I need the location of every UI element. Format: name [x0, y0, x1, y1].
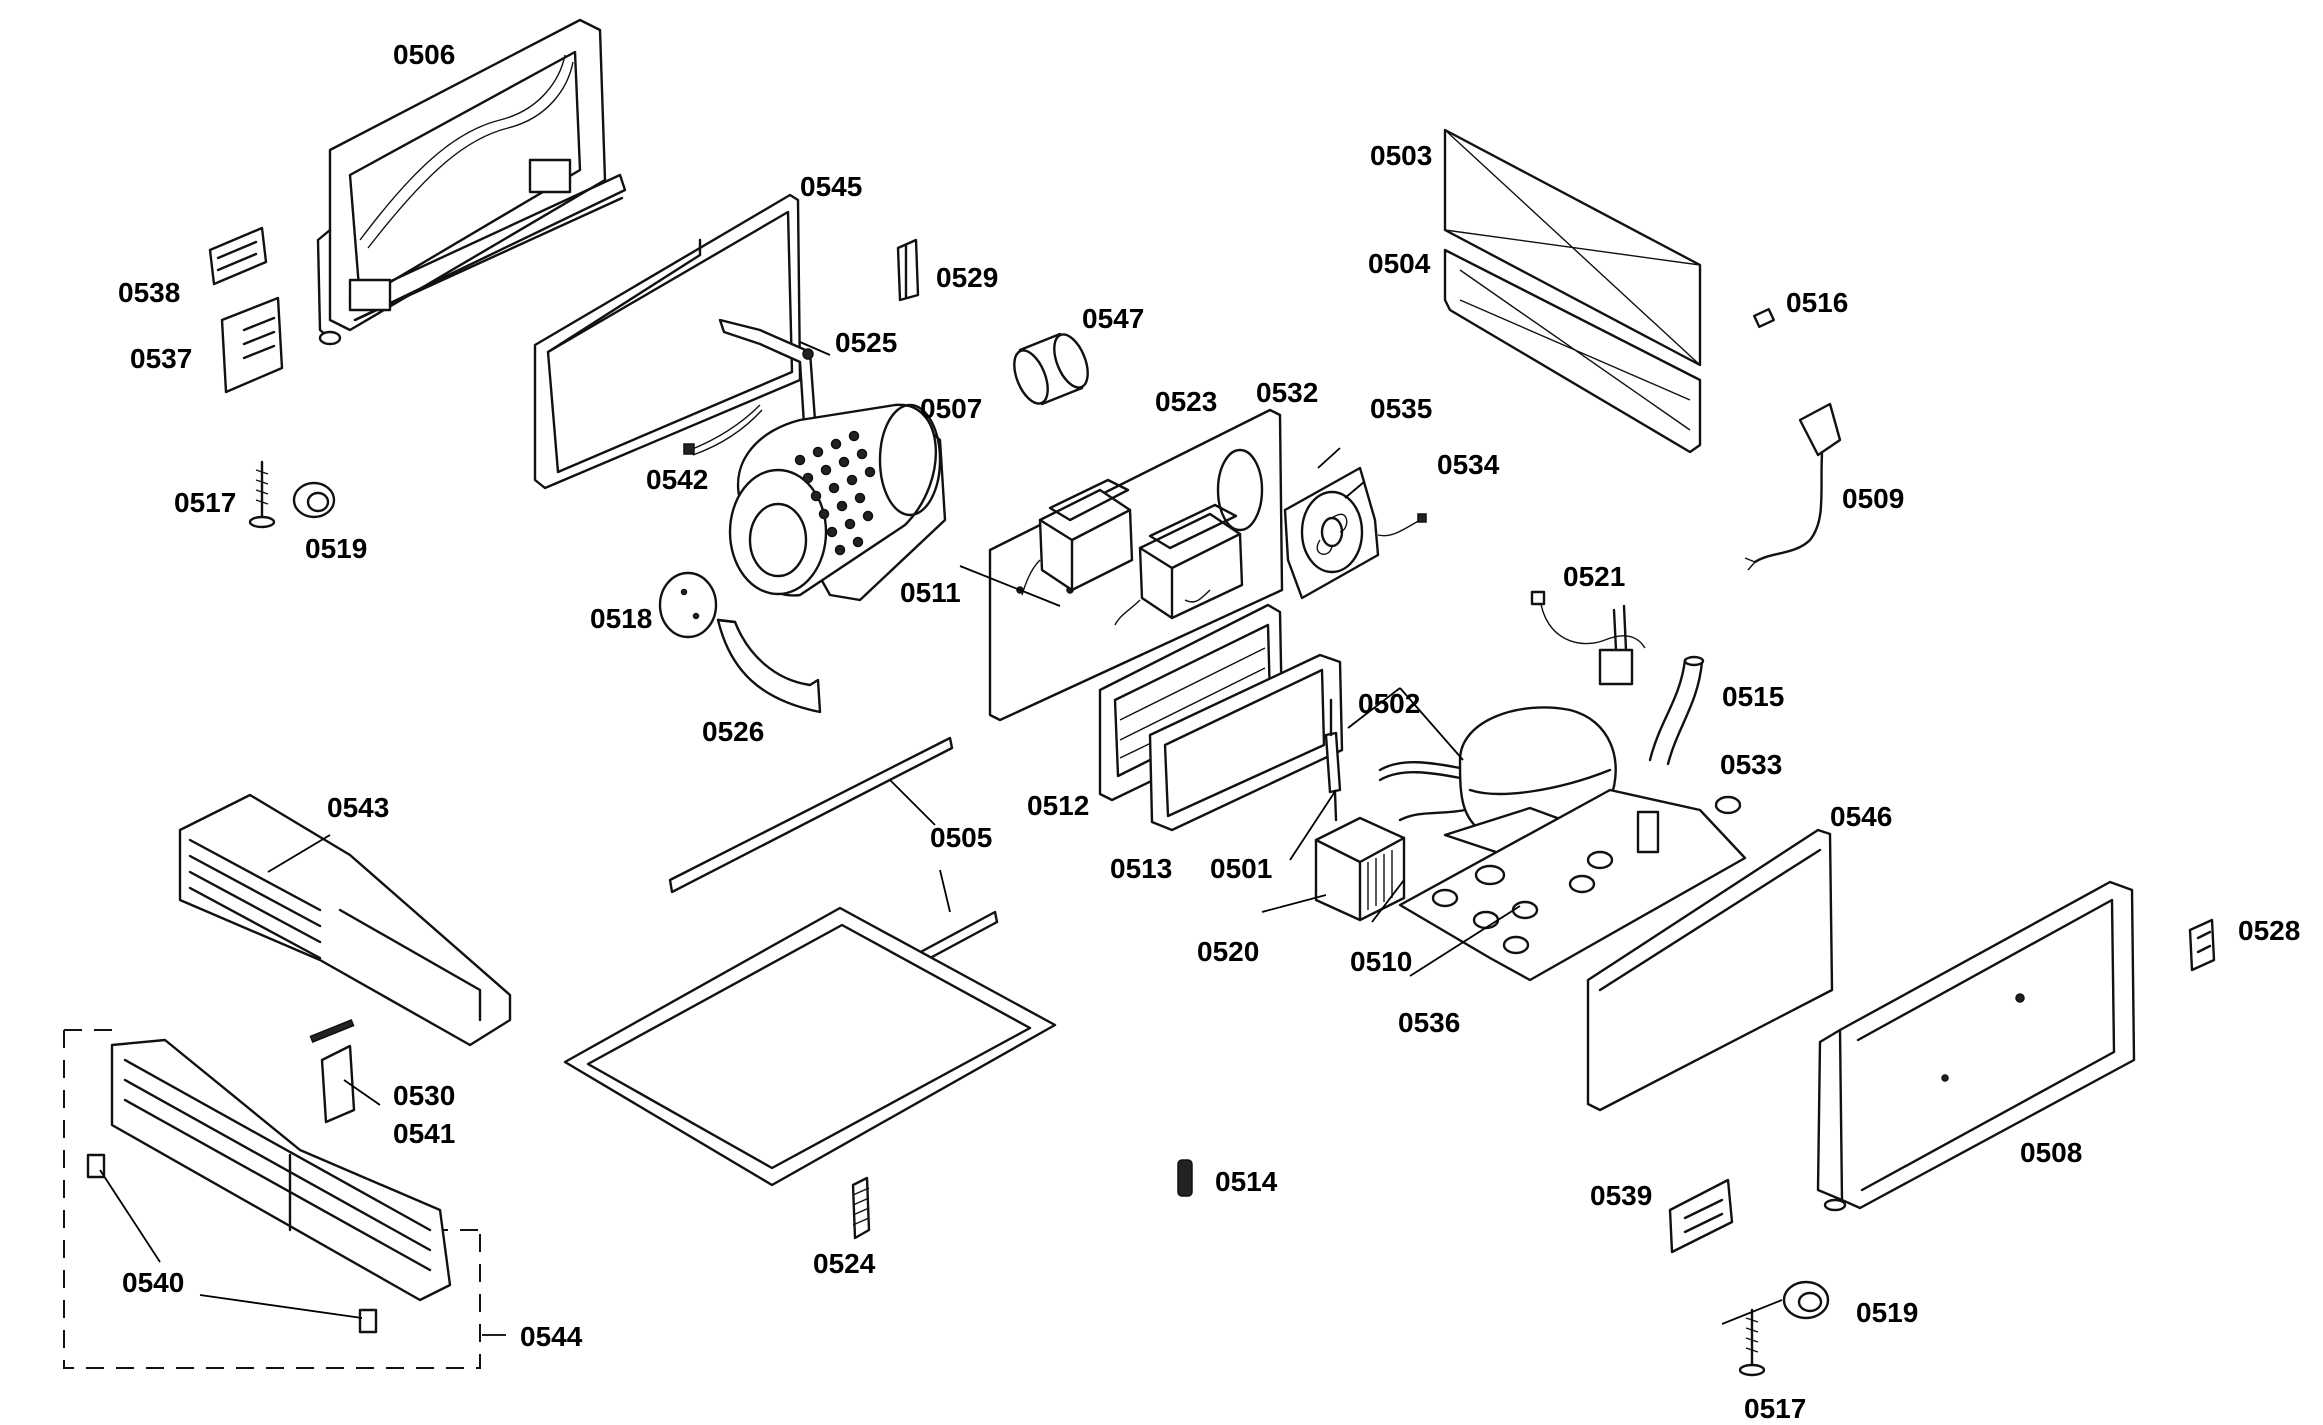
part-0503-rear-cover [1443, 128, 1702, 367]
part-0529-clip [896, 238, 920, 302]
part-0515-drain-hose [1648, 655, 1705, 766]
part-0513-evaporator-cover [1148, 653, 1344, 832]
label-0542: 0542 [646, 464, 708, 495]
part-0538-bracket [208, 226, 268, 286]
part-0514-spring [1177, 1159, 1193, 1197]
part-0509-power-cord [1744, 402, 1842, 571]
label-0508: 0508 [2020, 1137, 2082, 1168]
label-0503: 0503 [1370, 140, 1432, 171]
part-0526-shroud [716, 618, 822, 714]
part-0524-spacer [851, 1176, 871, 1240]
part-0534-condenser-fan [1283, 466, 1427, 600]
label-0537: 0537 [130, 343, 192, 374]
label-0512: 0512 [1027, 790, 1089, 821]
label-0509: 0509 [1842, 483, 1904, 514]
label-0507: 0507 [920, 393, 982, 424]
part-0505-drip-pan [563, 906, 1057, 1187]
label-0502: 0502 [1358, 688, 1420, 719]
part-0511-transformer [1021, 478, 1134, 596]
label-0519-right: 0519 [1856, 1297, 1918, 1328]
label-0523: 0523 [1155, 386, 1217, 417]
label-0529: 0529 [936, 262, 998, 293]
part-0516-bushing [1753, 307, 1775, 329]
label-0504: 0504 [1368, 248, 1431, 279]
label-0528: 0528 [2238, 915, 2300, 946]
part-0544-kickplate [63, 1029, 481, 1369]
label-0513: 0513 [1110, 853, 1172, 884]
label-0517-left: 0517 [174, 487, 236, 518]
label-0534: 0534 [1437, 449, 1500, 480]
label-0547: 0547 [1082, 303, 1144, 334]
label-0520: 0520 [1197, 936, 1259, 967]
label-0517-right: 0517 [1744, 1393, 1806, 1424]
label-0533: 0533 [1720, 749, 1782, 780]
label-0538: 0538 [118, 277, 180, 308]
part-0523-transformer [1114, 503, 1244, 626]
part-0543-grille-housing [178, 793, 512, 1047]
part-0541-clip [320, 1044, 356, 1124]
part-0528-bracket [2188, 918, 2216, 972]
label-0505: 0505 [930, 822, 992, 853]
label-0539: 0539 [1590, 1180, 1652, 1211]
leader-lines [99, 341, 1783, 1336]
part-0506-rear-panel [316, 18, 627, 346]
part-0517-leveling-foot-right [1738, 1308, 1766, 1377]
part-0518-gasket [658, 571, 718, 639]
part-0530-strip [309, 1019, 355, 1043]
part-0539-bracket [1668, 1178, 1734, 1254]
part-0546-side-panel [1586, 828, 1834, 1112]
label-0514: 0514 [1215, 1166, 1278, 1197]
label-0501: 0501 [1210, 853, 1272, 884]
label-0546: 0546 [1830, 801, 1892, 832]
label-0511: 0511 [900, 577, 961, 608]
label-0515: 0515 [1722, 681, 1784, 712]
part-0501-filter-drier [1324, 698, 1342, 822]
part-0504-rear-cover [1443, 248, 1702, 454]
label-0541: 0541 [393, 1118, 455, 1149]
part-0546-compressor-base [1398, 788, 1747, 982]
part-0517-leveling-foot-left [248, 460, 276, 529]
label-0535: 0535 [1370, 393, 1432, 424]
label-0540: 0540 [122, 1267, 184, 1298]
part-0519-caster-right [1782, 1280, 1830, 1320]
part-0519-caster-left [292, 481, 336, 519]
label-0532: 0532 [1256, 377, 1318, 408]
label-0519-left: 0519 [305, 533, 367, 564]
part-0547-capacitor [1013, 332, 1089, 406]
part-0520-relay-box [1314, 816, 1406, 922]
label-0516: 0516 [1786, 287, 1848, 318]
label-0545: 0545 [800, 171, 862, 202]
callout-labels: 0506 0538 0537 0517 0519 0545 0525 0529 … [118, 39, 2300, 1424]
label-0543: 0543 [327, 792, 389, 823]
label-0536: 0536 [1398, 1007, 1460, 1038]
label-0518: 0518 [590, 603, 652, 634]
label-0526: 0526 [702, 716, 764, 747]
part-0508-right-side-panel [1816, 880, 2136, 1212]
part-0521-thermostat [1530, 590, 1646, 686]
label-0524: 0524 [813, 1248, 876, 1279]
label-0521: 0521 [1563, 561, 1625, 592]
label-0530: 0530 [393, 1080, 455, 1111]
label-0544: 0544 [520, 1321, 583, 1352]
label-0510: 0510 [1350, 946, 1412, 977]
part-0537-bracket [220, 296, 284, 394]
label-0506: 0506 [393, 39, 455, 70]
label-0525: 0525 [835, 327, 897, 358]
part-0542-wire-harness [683, 404, 763, 456]
part-0507-blower-motor [728, 403, 947, 602]
part-0533-grommet [1714, 795, 1742, 815]
